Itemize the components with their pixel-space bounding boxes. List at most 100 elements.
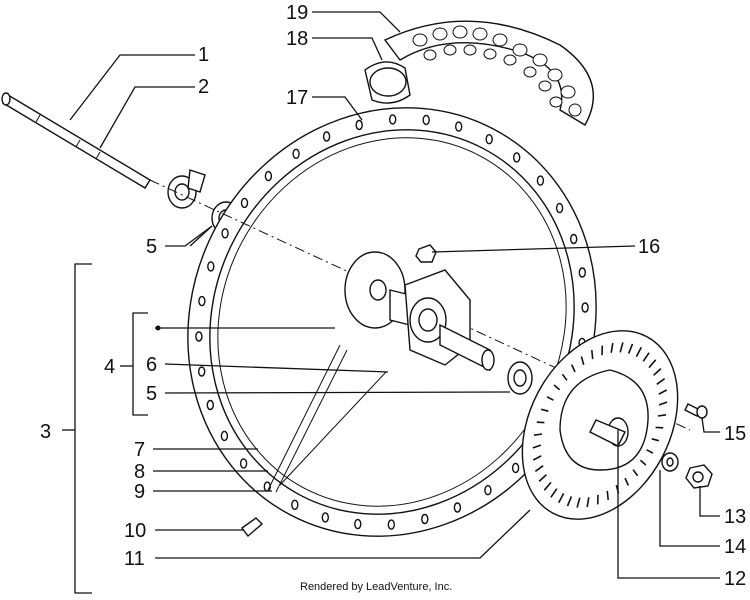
callout-15: 15 bbox=[724, 423, 746, 445]
callout-13: 13 bbox=[724, 506, 746, 528]
disc-slot bbox=[658, 389, 668, 395]
seal-part bbox=[167, 169, 206, 209]
disc-slot bbox=[632, 469, 639, 477]
spoke-hole bbox=[207, 261, 215, 272]
disc-slot bbox=[570, 364, 576, 373]
spoke-hole bbox=[581, 302, 589, 313]
callout-10: 10 bbox=[124, 520, 146, 542]
spokes-part bbox=[267, 344, 387, 493]
disc-slot bbox=[576, 497, 581, 508]
callout-18: 18 bbox=[286, 28, 308, 50]
spoke-hole bbox=[292, 148, 300, 160]
callout-16: 16 bbox=[638, 236, 660, 258]
spoke-hole bbox=[536, 175, 545, 186]
disc-slot bbox=[561, 373, 568, 381]
spoke-hole bbox=[195, 331, 203, 342]
nut-part bbox=[415, 244, 437, 263]
callout-5-lower: 5 bbox=[146, 383, 157, 405]
disc-slot bbox=[553, 384, 561, 391]
callout-8: 8 bbox=[134, 461, 145, 483]
disc-slot bbox=[566, 496, 573, 507]
disc-slot bbox=[550, 488, 558, 498]
disc-slot bbox=[619, 342, 624, 353]
spoke-hole bbox=[291, 499, 299, 510]
disc-slot bbox=[534, 465, 544, 472]
spoke-hole bbox=[387, 519, 395, 530]
callout-14: 14 bbox=[724, 536, 746, 558]
disc-slot bbox=[586, 497, 590, 508]
callout-5-top: 5 bbox=[146, 236, 157, 258]
brake-disc-slots bbox=[532, 342, 668, 508]
spoke-hole bbox=[221, 228, 229, 239]
tube-part bbox=[364, 61, 411, 104]
brake-disc-part bbox=[521, 330, 679, 520]
spoke-hole bbox=[455, 121, 463, 132]
callout-4: 4 bbox=[104, 356, 115, 378]
spoke-hole bbox=[198, 295, 206, 307]
disc-slot bbox=[658, 401, 668, 406]
spoke-hole bbox=[206, 399, 215, 411]
disc-slot bbox=[546, 396, 554, 401]
tire-part bbox=[383, 20, 594, 126]
spoke-hole bbox=[513, 152, 521, 163]
spoke-hole bbox=[421, 513, 429, 525]
spoke-hole bbox=[355, 119, 363, 131]
disc-slot bbox=[646, 449, 654, 454]
leader-lines bbox=[62, 11, 720, 594]
disc-slot bbox=[580, 356, 585, 366]
spoke-hole bbox=[555, 202, 564, 214]
disc-slot bbox=[627, 343, 634, 354]
valve-part bbox=[241, 517, 264, 538]
spoke-hole bbox=[354, 518, 362, 530]
callout-17: 17 bbox=[286, 87, 308, 109]
disc-slot bbox=[624, 477, 630, 486]
spoke-hole bbox=[321, 512, 329, 523]
disc-slot bbox=[651, 438, 660, 442]
callout-7: 7 bbox=[134, 439, 145, 461]
disc-slot bbox=[610, 342, 614, 353]
callout-3: 3 bbox=[40, 421, 51, 443]
bearing-part-lower bbox=[507, 361, 533, 395]
disc-slot bbox=[653, 368, 662, 376]
disc-slot bbox=[557, 493, 565, 504]
callout-12: 12 bbox=[724, 568, 746, 590]
disc-slot bbox=[540, 408, 549, 412]
disc-slot bbox=[532, 444, 542, 449]
disc-slot bbox=[639, 459, 647, 466]
callout-11: 11 bbox=[124, 548, 145, 570]
disc-slot bbox=[591, 350, 594, 360]
disc-slot bbox=[642, 352, 650, 362]
disc-slot bbox=[538, 474, 547, 482]
callout-19: 19 bbox=[286, 2, 308, 24]
disc-slot bbox=[656, 378, 666, 385]
disc-slot bbox=[606, 490, 609, 500]
disc-slot bbox=[657, 414, 667, 417]
locknut-part bbox=[685, 464, 713, 489]
spoke-hole bbox=[239, 458, 248, 469]
disc-slot bbox=[635, 346, 643, 357]
render-credit: Rendered by LeadVenture, Inc. bbox=[300, 581, 452, 593]
callout-2: 2 bbox=[198, 76, 209, 98]
washer-part bbox=[661, 452, 679, 472]
disc-slot bbox=[543, 481, 552, 491]
spoke-hole bbox=[453, 502, 462, 513]
spoke-hole bbox=[264, 170, 273, 182]
callout-9: 9 bbox=[134, 481, 145, 503]
spoke-hole bbox=[389, 114, 397, 125]
disc-slot bbox=[533, 433, 543, 436]
spoke-hole bbox=[570, 233, 578, 245]
callout-1: 1 bbox=[198, 44, 209, 66]
spoke-hole bbox=[578, 267, 586, 278]
spoke-hole bbox=[220, 430, 229, 442]
spoke-hole bbox=[511, 462, 520, 474]
spoke-hole bbox=[197, 366, 206, 377]
callout-6: 6 bbox=[146, 354, 157, 376]
spoke-hole bbox=[422, 114, 430, 126]
axle-part bbox=[1, 92, 151, 189]
spoke-hole bbox=[484, 485, 492, 496]
spoke-hole bbox=[240, 197, 249, 209]
screw-part bbox=[684, 403, 708, 419]
hub-part bbox=[344, 251, 495, 372]
spoke-hole bbox=[485, 133, 493, 145]
